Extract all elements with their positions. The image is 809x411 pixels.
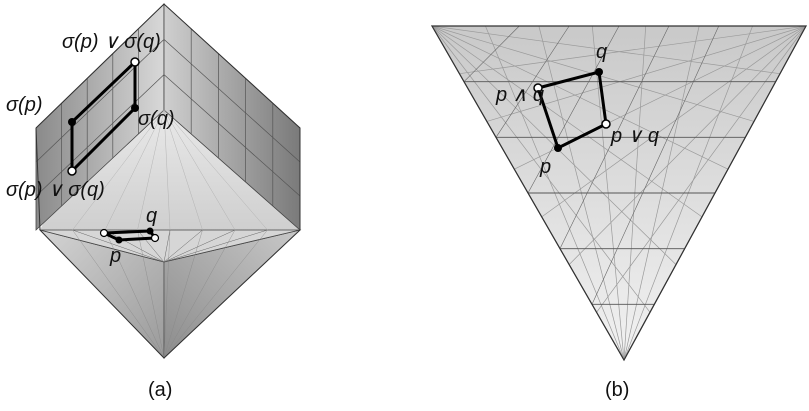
b-p-point [554, 144, 562, 152]
a-label-sigma-q: σ(q) [138, 108, 175, 130]
a-sigma-p-point [68, 118, 76, 126]
panel-b: p ∧ q q p ∨ q p (b) [432, 26, 806, 401]
a-pq-join-point [101, 230, 108, 237]
b-label-join: p ∨ q [610, 125, 659, 147]
a-meet-point [68, 167, 76, 175]
a-q-point [147, 228, 154, 235]
a-caption: (a) [148, 379, 172, 401]
b-q-point [595, 68, 603, 76]
b-caption: (b) [605, 379, 629, 401]
a-p-point [116, 237, 123, 244]
a-pq-meet-point [152, 235, 159, 242]
a-label-q: q [146, 205, 157, 227]
panel-a: σ(p) ∨ σ(q) σ(p) σ(q) σ(p) ∨ σ(q) q p (a… [6, 4, 300, 401]
a-join-point [131, 58, 139, 66]
a-label-join-top: σ(p) ∨ σ(q) [62, 31, 161, 53]
b-label-q: q [596, 41, 607, 63]
a-label-p: p [109, 245, 121, 267]
a-label-sigma-p: σ(p) [6, 94, 43, 116]
a-label-meet-bottom: σ(p) ∨ σ(q) [6, 179, 105, 201]
b-label-p: p [539, 156, 551, 178]
b-join-point [602, 120, 610, 128]
b-label-meet: p ∧ q [495, 84, 544, 106]
